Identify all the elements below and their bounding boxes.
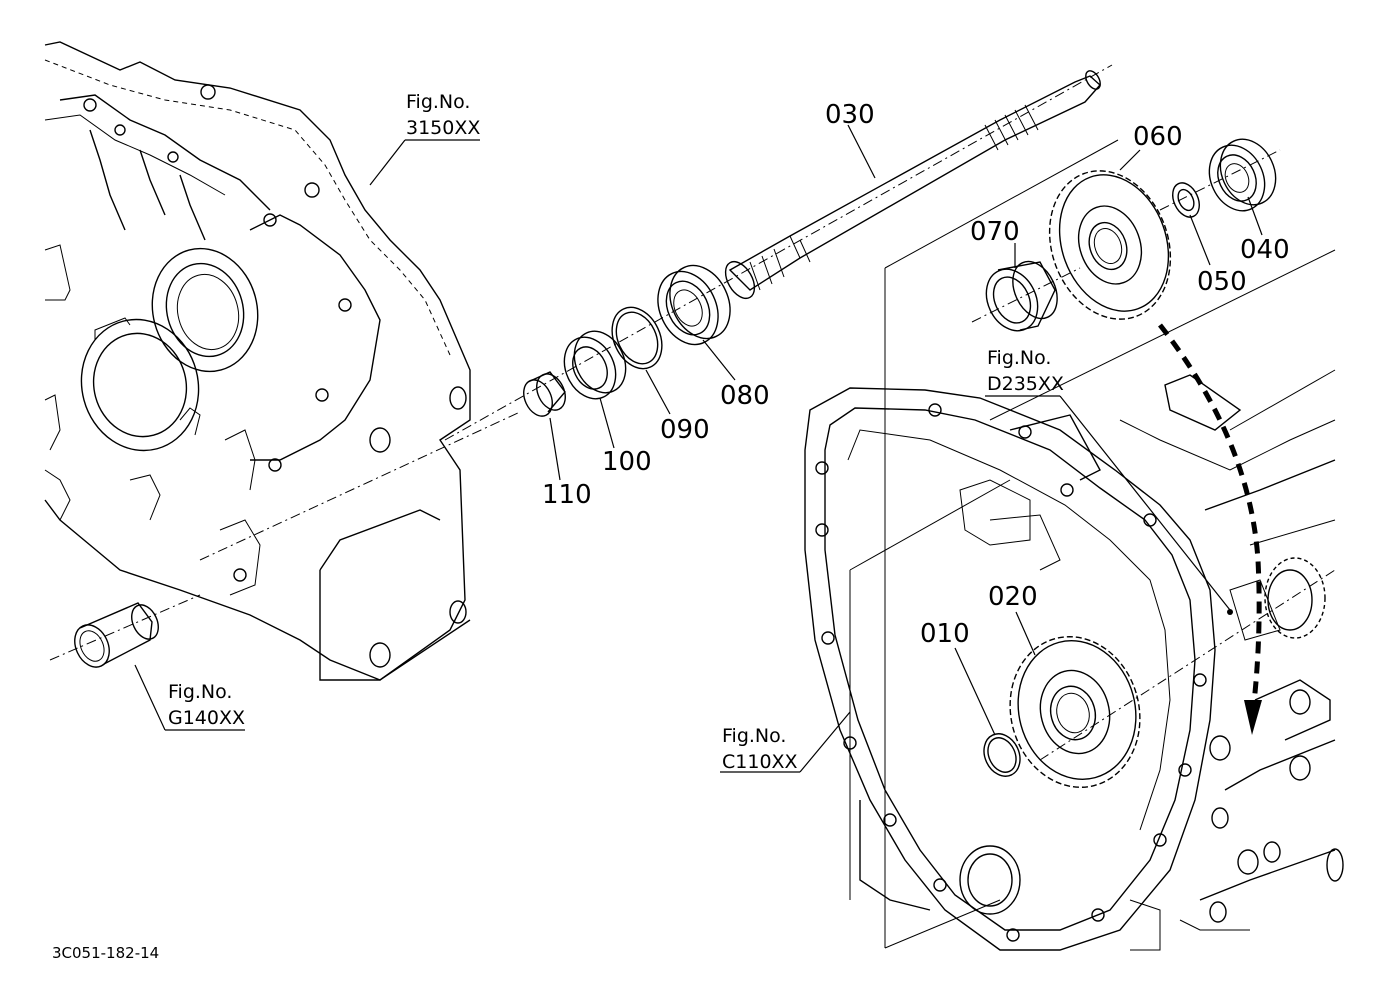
drawing-id: 3C051-182-14 xyxy=(52,944,159,962)
part-number-040: 040 xyxy=(1240,235,1290,265)
fig-ref-3150-code: 3150XX xyxy=(406,117,480,139)
part-number-070: 070 xyxy=(970,217,1020,247)
part-number-080: 080 xyxy=(720,381,770,411)
assembly-arrow xyxy=(1158,323,1262,735)
left-transmission-housing xyxy=(44,41,521,681)
collar-070 xyxy=(971,260,1081,332)
collar-110 xyxy=(523,371,566,417)
fig-ref-c110-code: C110XX xyxy=(722,751,798,773)
fig-ref-g140-label: Fig.No. xyxy=(168,681,232,703)
gear-020 xyxy=(1009,636,1141,788)
part-number-010: 010 xyxy=(920,619,970,649)
fig-ref-c110-label: Fig.No. xyxy=(722,725,786,747)
bearing-040 xyxy=(1159,138,1281,212)
bushing-sleeve xyxy=(74,602,159,668)
washer-050 xyxy=(1172,182,1200,218)
part-number-100: 100 xyxy=(602,447,652,477)
part-number-090: 090 xyxy=(660,415,710,445)
part-number-110: 110 xyxy=(542,480,592,510)
part-number-020: 020 xyxy=(988,582,1038,612)
snap-ring-010 xyxy=(983,733,1021,777)
fig-ref-d235-label: Fig.No. xyxy=(987,347,1051,369)
pointer-dot xyxy=(1227,609,1233,615)
leader-lines xyxy=(134,124,1263,773)
snap-ring-090 xyxy=(611,306,663,370)
part-number-050: 050 xyxy=(1197,267,1247,297)
bearing-100 xyxy=(563,330,627,400)
right-clutch-housing xyxy=(804,139,1344,951)
gear-060 xyxy=(1048,170,1172,320)
part-number-060: 060 xyxy=(1133,122,1183,152)
part-number-030: 030 xyxy=(825,100,875,130)
bearing-080 xyxy=(657,264,731,346)
fig-ref-g140-code: G140XX xyxy=(168,707,245,729)
fig-ref-3150-label: Fig.No. xyxy=(406,91,470,113)
fig-ref-d235-code: D235XX xyxy=(987,373,1064,395)
